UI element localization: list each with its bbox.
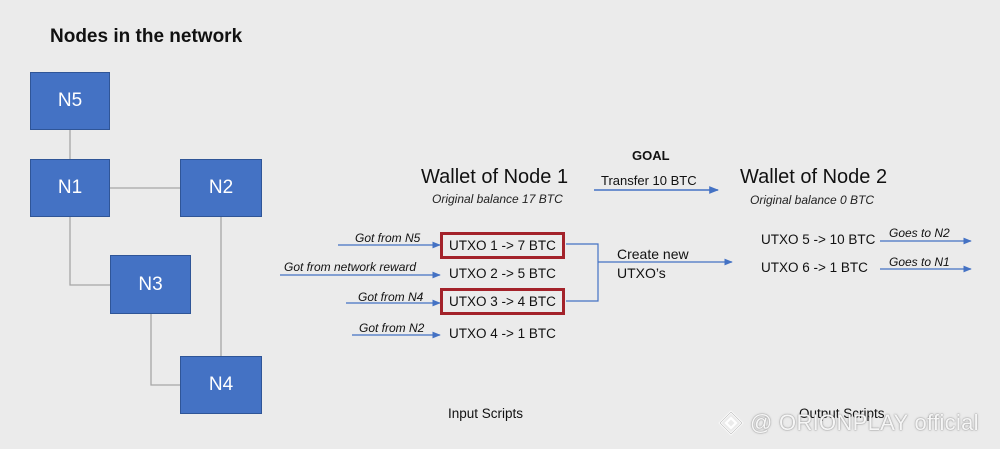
goal-label: GOAL bbox=[632, 148, 670, 163]
wallet1-title: Wallet of Node 1 bbox=[421, 166, 569, 188]
input-scripts-caption: Input Scripts bbox=[448, 406, 524, 421]
watermark-logo-icon bbox=[718, 410, 744, 436]
watermark: @ ORIONPLAY official bbox=[718, 410, 979, 436]
wallet2-balance: Original balance 0 BTC bbox=[750, 193, 875, 207]
network-title: Nodes in the network bbox=[50, 26, 243, 47]
input-source-3: Got from N4 bbox=[358, 290, 424, 304]
create-label-line2: UTXO’s bbox=[617, 265, 666, 281]
input-utxo-2: UTXO 2 -> 5 BTC bbox=[449, 266, 556, 281]
node-n2: N2 bbox=[180, 159, 262, 217]
input-source-4: Got from N2 bbox=[359, 321, 425, 335]
watermark-text: @ ORIONPLAY official bbox=[750, 410, 979, 435]
wallet2-title: Wallet of Node 2 bbox=[740, 166, 888, 188]
node-n4: N4 bbox=[180, 356, 262, 414]
edge-n3-n4 bbox=[150, 314, 181, 386]
input-source-1: Got from N5 bbox=[355, 231, 421, 245]
input-utxo-3: UTXO 3 -> 4 BTC bbox=[440, 288, 565, 315]
node-n3: N3 bbox=[110, 255, 191, 314]
create-label-line1: Create new bbox=[617, 246, 689, 262]
goal-transfer: Transfer 10 BTC bbox=[601, 173, 697, 188]
input-source-2: Got from network reward bbox=[284, 260, 417, 274]
input-utxo-4: UTXO 4 -> 1 BTC bbox=[449, 326, 556, 341]
output-utxo-1: UTXO 5 -> 10 BTC bbox=[761, 232, 876, 247]
combine-bracket bbox=[566, 243, 599, 302]
input-utxo-1: UTXO 1 -> 7 BTC bbox=[440, 232, 565, 259]
output-destination-2: Goes to N1 bbox=[889, 255, 950, 269]
node-n5: N5 bbox=[30, 72, 110, 130]
node-n1: N1 bbox=[30, 159, 110, 217]
output-scripts-caption: Output Scripts bbox=[799, 406, 885, 421]
output-utxo-2: UTXO 6 -> 1 BTC bbox=[761, 260, 868, 275]
edge-n1-n3 bbox=[69, 217, 111, 286]
wallet1-balance: Original balance 17 BTC bbox=[432, 192, 563, 206]
output-destination-1: Goes to N2 bbox=[889, 226, 950, 240]
